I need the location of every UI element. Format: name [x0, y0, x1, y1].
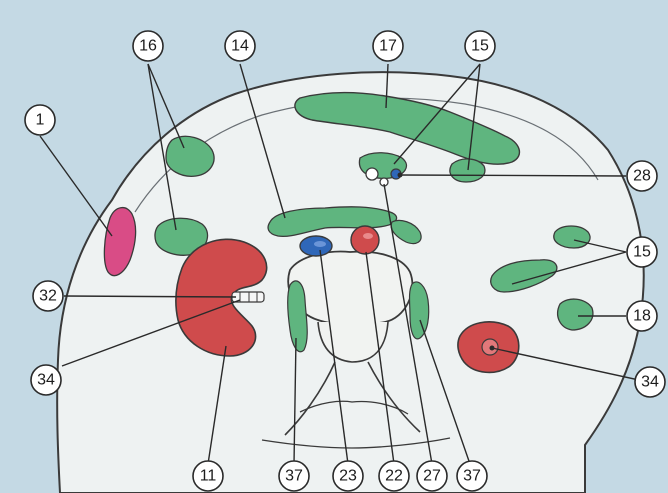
svg-text:37: 37	[285, 468, 303, 485]
callout-16: 16	[133, 31, 163, 61]
svg-text:34: 34	[37, 372, 55, 389]
callout-37-left: 37	[279, 461, 309, 491]
intestine-15-right-upper	[554, 226, 590, 248]
svg-text:18: 18	[633, 308, 651, 325]
callout-18: 18	[627, 301, 657, 331]
callout-15-right: 15	[627, 237, 657, 267]
svg-text:32: 32	[39, 288, 57, 305]
callout-1: 1	[25, 105, 55, 135]
aorta-22	[351, 226, 379, 254]
callout-14: 14	[225, 31, 255, 61]
intestine-18	[558, 299, 593, 330]
kidney-34-right	[458, 322, 519, 372]
intestine-15-right	[450, 159, 485, 182]
psoas-37-right	[410, 282, 429, 339]
svg-text:14: 14	[231, 38, 249, 55]
svg-text:34: 34	[641, 374, 659, 391]
callout-34-left: 34	[31, 365, 61, 395]
callout-11: 11	[193, 461, 223, 491]
svg-text:17: 17	[379, 38, 397, 55]
callout-22: 22	[379, 461, 409, 491]
vena-cava-23	[300, 236, 332, 256]
callout-37-right: 37	[457, 461, 487, 491]
svg-text:15: 15	[633, 244, 651, 261]
callout-28: 28	[627, 161, 657, 191]
callout-27: 27	[417, 461, 447, 491]
svg-text:37: 37	[463, 468, 481, 485]
svg-text:1: 1	[36, 112, 45, 129]
callout-32: 32	[33, 281, 63, 311]
svg-text:11: 11	[200, 468, 217, 485]
callout-15-top: 15	[465, 31, 495, 61]
svg-text:22: 22	[385, 468, 403, 485]
svg-text:28: 28	[633, 168, 651, 185]
callout-34-right: 34	[635, 367, 665, 397]
svg-text:16: 16	[139, 38, 157, 55]
callout-17: 17	[373, 31, 403, 61]
svg-text:27: 27	[423, 468, 441, 485]
svg-text:23: 23	[339, 468, 357, 485]
svg-text:15: 15	[471, 38, 489, 55]
callout-23: 23	[333, 461, 363, 491]
